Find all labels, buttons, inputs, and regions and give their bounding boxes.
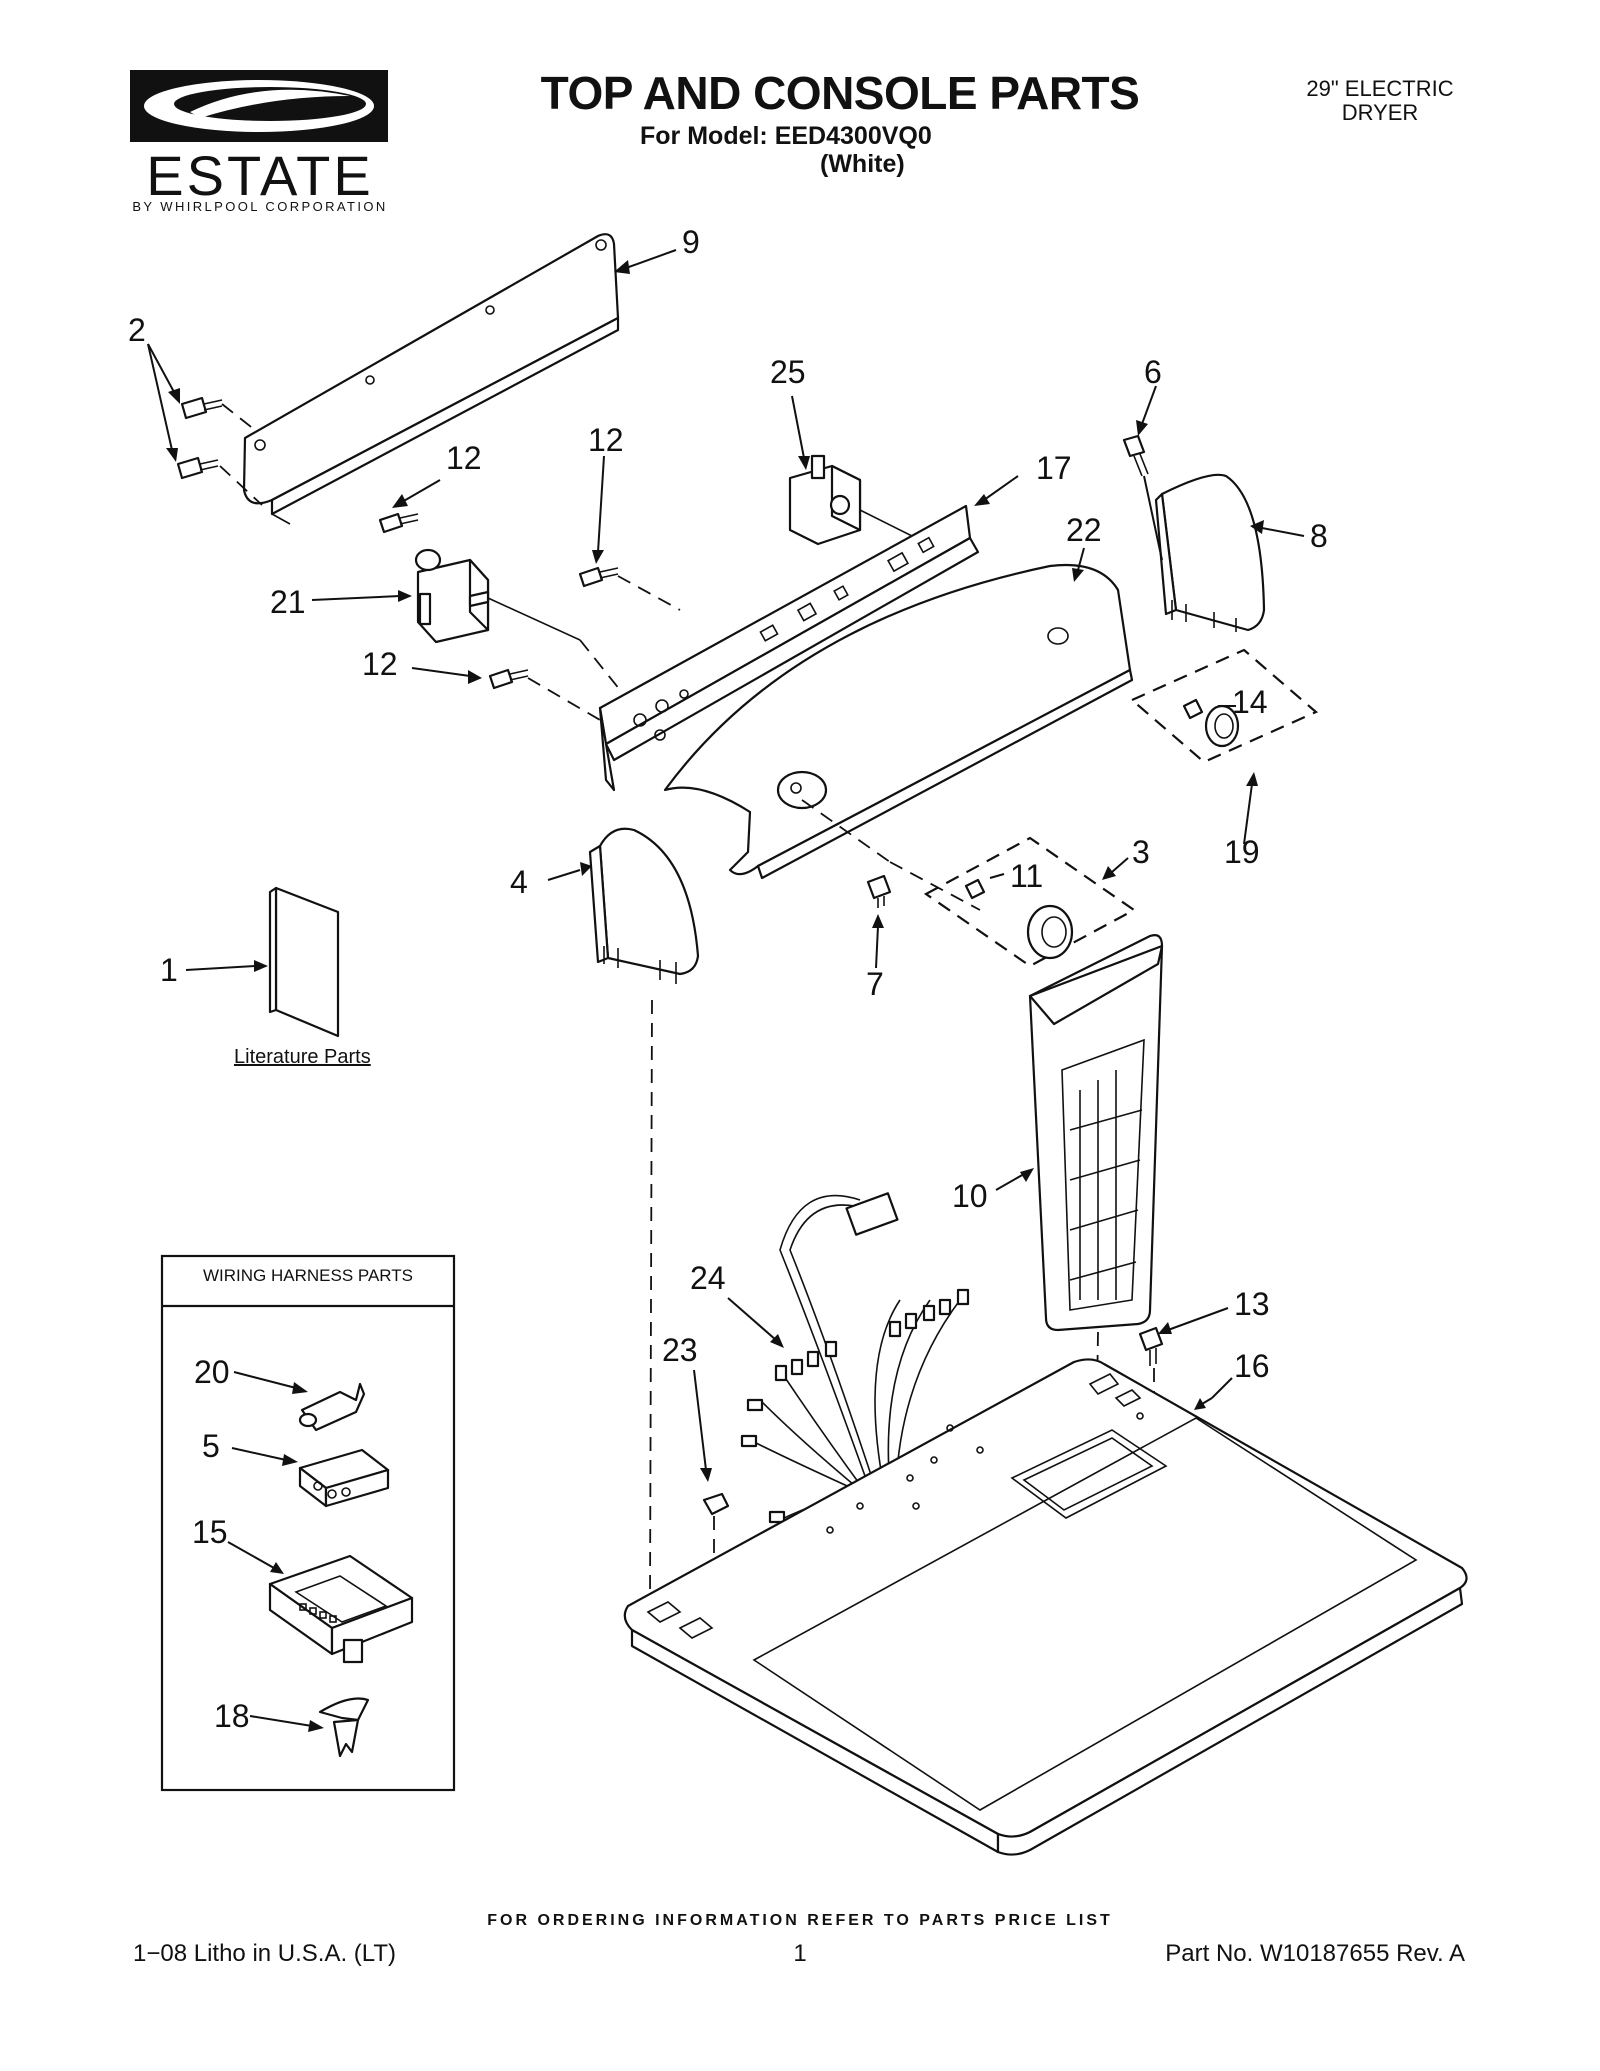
callout-10: 10 bbox=[952, 1178, 988, 1214]
part-4-left-end-cap bbox=[588, 827, 700, 1601]
brand-name: ESTATE bbox=[146, 144, 374, 207]
callout-12-c: 12 bbox=[362, 646, 398, 682]
callout-19: 19 bbox=[1224, 834, 1260, 870]
part-7-screw bbox=[866, 874, 892, 908]
callout-25: 25 bbox=[770, 354, 806, 390]
model-color: (White) bbox=[820, 150, 905, 178]
callout-15: 15 bbox=[192, 1514, 228, 1550]
callout-8: 8 bbox=[1310, 518, 1328, 554]
callout-17: 17 bbox=[1036, 450, 1072, 486]
part-12-screws bbox=[378, 512, 681, 721]
callout-7: 7 bbox=[866, 966, 884, 1002]
part-9-rear-panel bbox=[242, 233, 620, 525]
part-3-11-knob-assembly bbox=[923, 836, 1137, 968]
part-8-right-end-cap bbox=[1154, 473, 1266, 632]
callout-16: 16 bbox=[1234, 1348, 1270, 1384]
part-2-screws bbox=[176, 396, 263, 506]
part-22-console bbox=[663, 564, 1134, 911]
part-14-19-knob-assembly bbox=[1129, 648, 1319, 764]
ordering-note: FOR ORDERING INFORMATION REFER TO PARTS … bbox=[487, 1912, 1113, 1929]
callout-23: 23 bbox=[662, 1332, 698, 1368]
wiring-harness-box bbox=[160, 1254, 456, 1792]
callout-3: 3 bbox=[1132, 834, 1150, 870]
callout-12-a: 12 bbox=[446, 440, 482, 476]
callout-13: 13 bbox=[1234, 1286, 1270, 1322]
callout-20: 20 bbox=[194, 1354, 230, 1390]
callout-18: 18 bbox=[214, 1698, 250, 1734]
literature-parts-label: Literature Parts bbox=[234, 1046, 371, 1068]
callout-4: 4 bbox=[510, 864, 528, 900]
litho-info: 1−08 Litho in U.S.A. (LT) bbox=[133, 1940, 397, 1967]
part-17-console-bracket bbox=[598, 504, 980, 792]
part-24-wiring-harness bbox=[740, 1192, 970, 1540]
callout-1: 1 bbox=[160, 952, 178, 988]
brand-sub: BY WHIRLPOOL CORPORATION bbox=[132, 199, 388, 214]
part-15-connector-block bbox=[268, 1554, 414, 1664]
part-25-control bbox=[788, 454, 921, 546]
callout-11: 11 bbox=[1010, 858, 1044, 894]
callout-14: 14 bbox=[1232, 684, 1268, 720]
page-title: TOP AND CONSOLE PARTS bbox=[540, 67, 1140, 119]
callout-24: 24 bbox=[690, 1260, 726, 1296]
callout-22: 22 bbox=[1066, 512, 1102, 548]
part-16-top-panel bbox=[623, 1358, 1468, 1856]
estate-logo bbox=[130, 70, 388, 142]
callout-6: 6 bbox=[1144, 354, 1162, 390]
part-10-lint-screen bbox=[1028, 934, 1164, 1461]
callout-9: 9 bbox=[682, 224, 700, 260]
part-6-screw bbox=[1122, 434, 1163, 561]
page-number: 1 bbox=[793, 1940, 807, 1967]
part-1-literature bbox=[268, 886, 340, 1038]
callout-2: 2 bbox=[128, 312, 146, 348]
part-18-clip bbox=[318, 1697, 370, 1758]
part-5-connector bbox=[298, 1448, 390, 1508]
part-21-switch bbox=[414, 548, 621, 691]
callout-21: 21 bbox=[270, 584, 306, 620]
product-type-line1: 29" ELECTRIC bbox=[1306, 76, 1454, 101]
callout-5: 5 bbox=[202, 1428, 220, 1464]
wiring-harness-title: WIRING HARNESS PARTS bbox=[202, 1266, 413, 1285]
callout-12-b: 12 bbox=[588, 422, 624, 458]
model-number: For Model: EED4300VQ0 bbox=[640, 122, 932, 150]
leader-lines bbox=[147, 249, 1305, 1732]
part-number: Part No. W10187655 Rev. A bbox=[1165, 1940, 1465, 1967]
product-type-line2: DRYER bbox=[1341, 100, 1419, 125]
part-20-terminal bbox=[298, 1382, 366, 1432]
